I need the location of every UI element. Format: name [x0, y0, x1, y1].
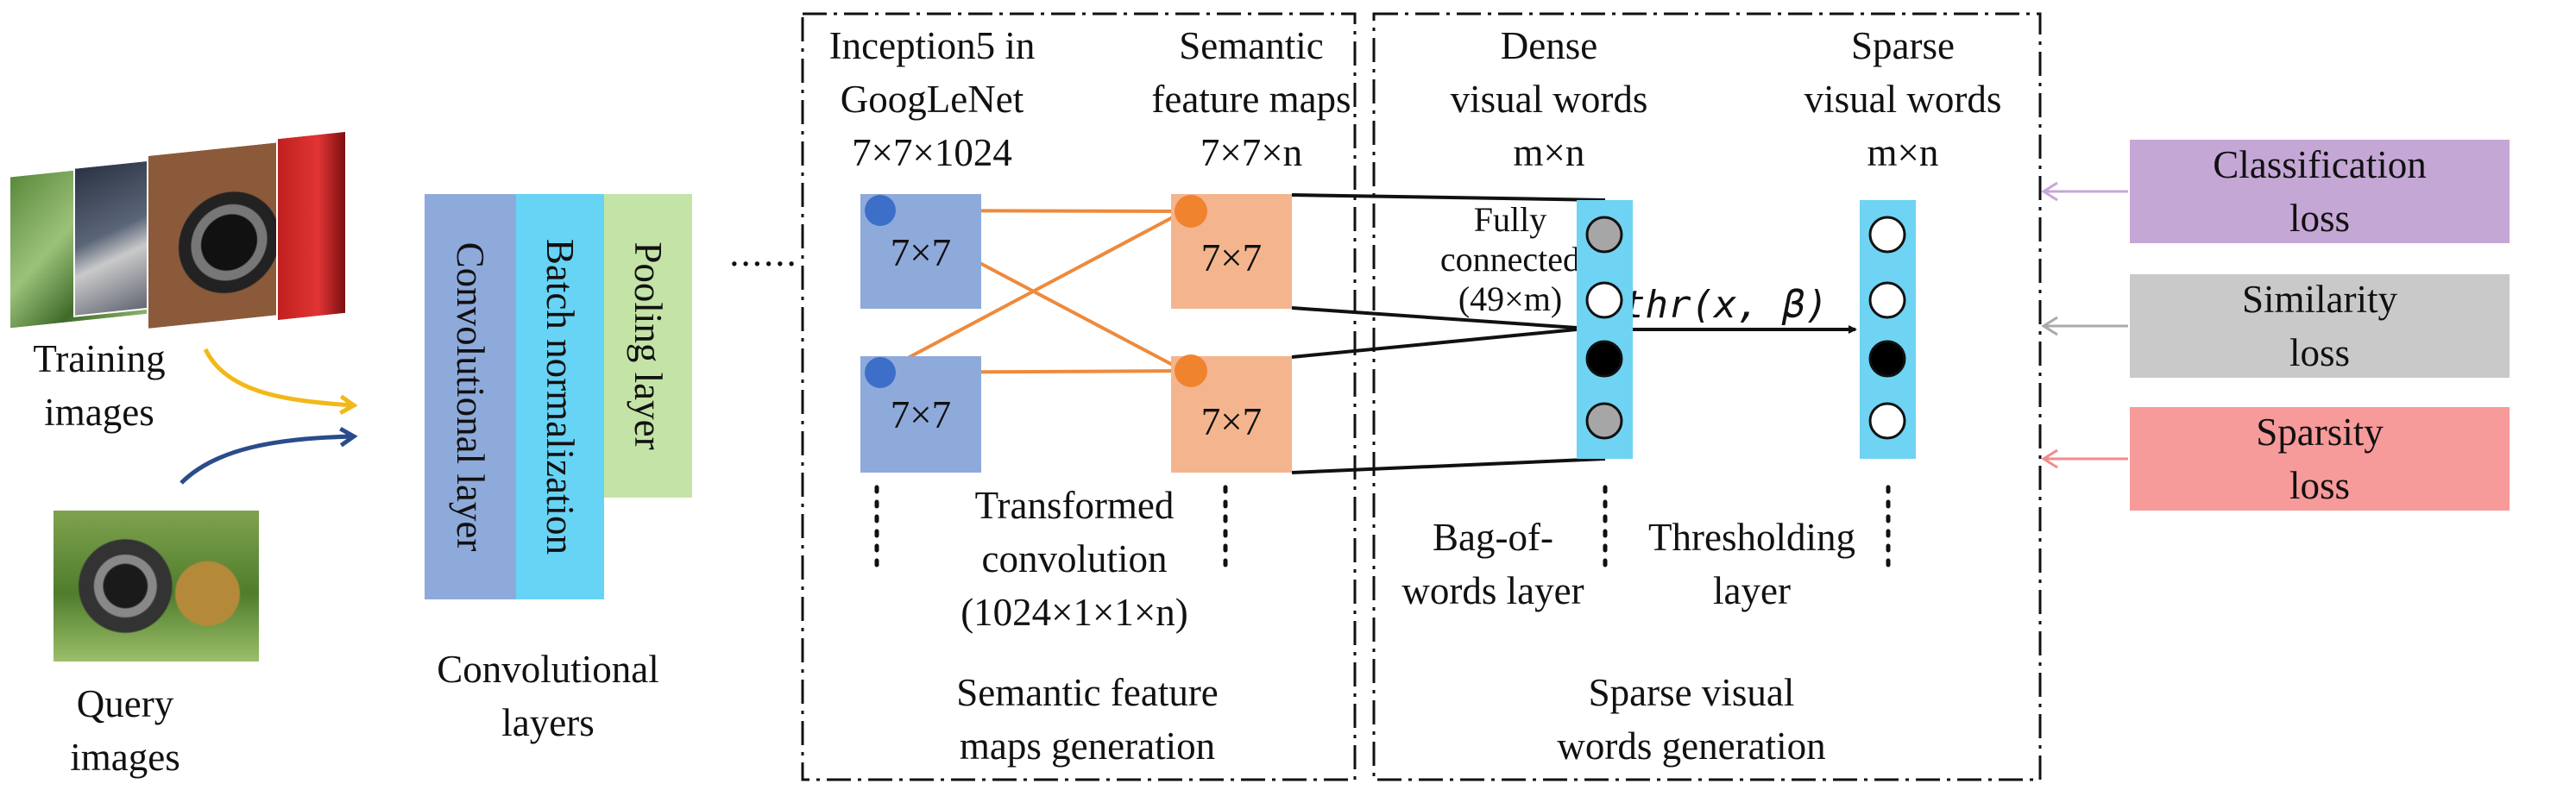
sparse-word-node-2: [1868, 281, 1906, 319]
sparse-section-caption: Sparse visual words generation: [1557, 671, 1826, 768]
feature-node-top: [1175, 195, 1207, 228]
semantic-section-frame: [801, 12, 1357, 781]
threshold-function-label: thr(x, β): [1622, 283, 1829, 327]
semantic-section-caption: Semantic feature maps generation: [956, 671, 1219, 768]
sparse-visual-words-label: Sparse visual words m×n: [1804, 24, 2002, 174]
similarity-loss-arrow-head: [2041, 316, 2058, 336]
classification-loss-box: Classification loss: [2130, 140, 2510, 243]
batch-norm-block: [516, 194, 604, 599]
fc-line-top-2: [1291, 306, 1578, 329]
fully-connected-label: Fully connected (49×m): [1439, 200, 1581, 318]
inception-node-bottom: [865, 357, 896, 388]
sparse-section-frame: [1372, 12, 2042, 781]
feature-node-bottom: [1175, 354, 1207, 387]
inception-cell-top-label: 7×7: [890, 231, 952, 274]
query-input-arrow: [180, 434, 355, 485]
fc-line-bottom-1: [1291, 328, 1578, 359]
inception-cell-bottom-label: 7×7: [890, 393, 952, 436]
query-images-label: Query images: [70, 682, 180, 779]
conv-layers-caption: Convolutional layers: [437, 648, 659, 744]
sparse-word-node-3: [1868, 340, 1906, 378]
pooling-layer-block: [604, 194, 692, 498]
inception-node-top: [865, 195, 896, 226]
dense-visual-words-label: Dense visual words m×n: [1450, 24, 1648, 174]
sparsity-loss-box: Sparsity loss: [2130, 407, 2510, 511]
inception-label: Inception5 in GoogLeNet 7×7×1024: [828, 24, 1036, 174]
feature-cell-bottom-label: 7×7: [1200, 400, 1263, 443]
dense-word-node-1: [1585, 216, 1623, 254]
similarity-loss-box: Similarity loss: [2130, 274, 2510, 378]
query-input-arrowhead: [339, 426, 358, 448]
conv-link-bottom-top: [879, 210, 1185, 374]
fc-line-bottom-2: [1291, 457, 1606, 474]
conv-layer-block: [425, 194, 516, 599]
dense-word-node-2: [1585, 281, 1623, 319]
dense-word-node-3: [1585, 340, 1623, 378]
semantic-feature-maps-label: Semantic feature maps 7×7×n: [1151, 24, 1351, 174]
bag-of-words-label: Bag-of- words layer: [1401, 516, 1584, 612]
training-input-arrow: [203, 348, 355, 408]
dense-word-node-4: [1585, 402, 1623, 440]
training-images-label: Training images: [33, 337, 166, 434]
sparse-word-node-1: [1868, 216, 1906, 254]
sparse-word-node-4: [1868, 402, 1906, 440]
sparsity-loss-arrow-head: [2041, 448, 2058, 469]
thresholding-layer-label: Thresholding layer: [1648, 516, 1855, 612]
fc-line-top-1: [1291, 193, 1606, 202]
training-input-arrowhead: [339, 394, 358, 416]
classification-loss-arrow-head: [2041, 181, 2058, 202]
transformed-convolution-label: Transformed convolution (1024×1×1×n): [960, 484, 1188, 634]
feature-cell-top-label: 7×7: [1200, 236, 1263, 279]
continuation-dots: ......: [729, 231, 798, 274]
query-image-camera: [52, 509, 261, 663]
